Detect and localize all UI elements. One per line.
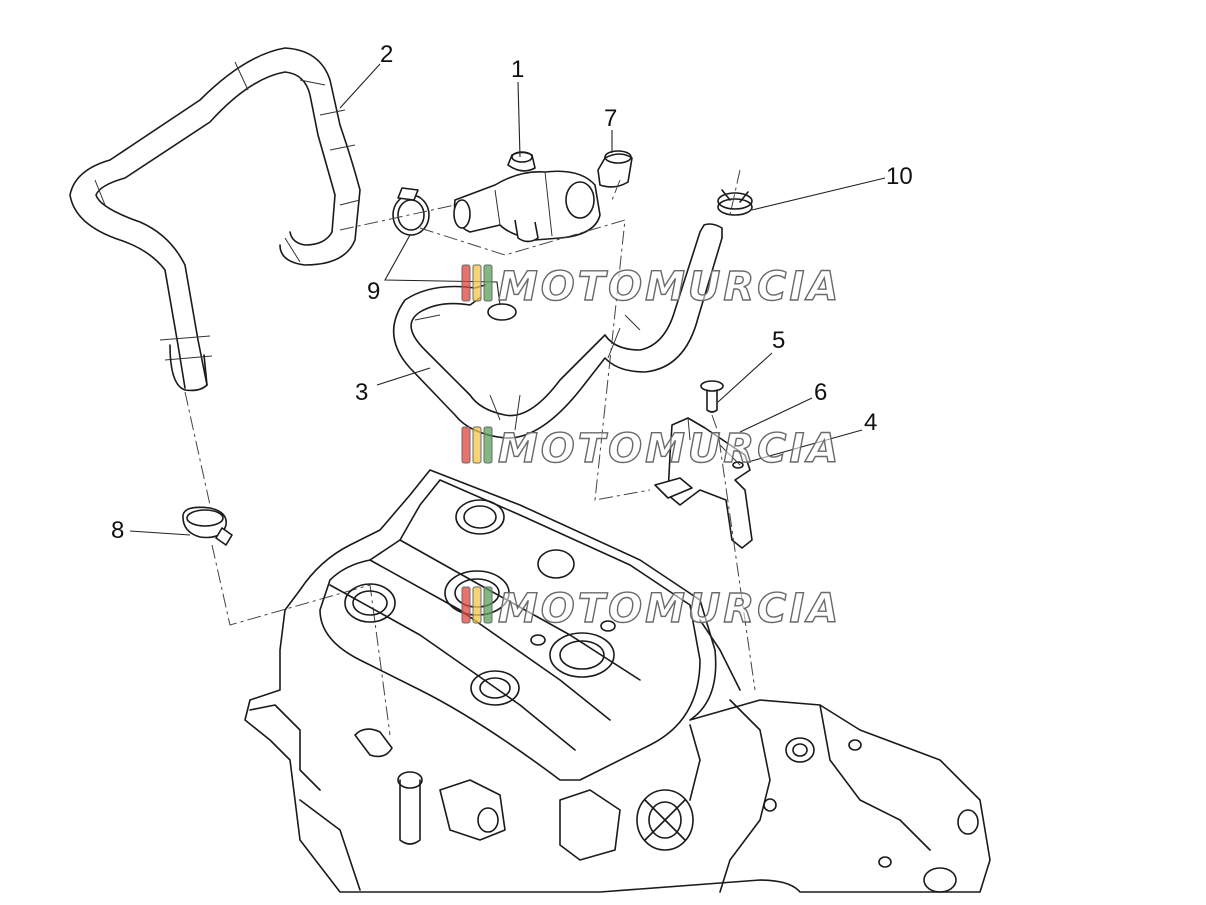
callout-10: 10 [886, 163, 913, 190]
callout-7: 7 [604, 105, 617, 132]
watermark-text: MOTOMURCIA [498, 426, 841, 472]
watermark-text: MOTOMURCIA [498, 264, 841, 310]
watermark-stripe [483, 264, 493, 302]
cap-7 [597, 150, 633, 188]
leader-2 [339, 63, 381, 109]
callout-5: 5 [772, 327, 785, 354]
watermark-stripe [461, 586, 471, 624]
callout-4: 4 [864, 409, 877, 436]
leader-1 [517, 81, 521, 158]
watermark-stripe [483, 586, 493, 624]
leader-8 [129, 530, 191, 536]
leader-lines [129, 63, 886, 536]
callout-labels: 1 2 3 4 5 6 7 8 9 10 [111, 41, 913, 544]
hose-clamp-8 [182, 506, 233, 546]
leader-5 [717, 352, 773, 403]
callout-2: 2 [380, 41, 393, 68]
assembly-lines [184, 169, 756, 736]
leader-4 [747, 429, 863, 463]
callout-1: 1 [511, 56, 524, 83]
leader-10 [751, 177, 886, 211]
breather-hose-3 [392, 223, 723, 439]
leader-3 [376, 367, 431, 386]
watermark-logo-bottom: MOTOMURCIA [461, 585, 841, 633]
watermark-stripe [483, 426, 493, 464]
callout-8: 8 [111, 517, 124, 544]
watermark-logo-middle: MOTOMURCIA [461, 425, 841, 473]
leader-9 [384, 234, 501, 306]
watermark-text: MOTOMURCIA [498, 586, 841, 632]
leader-6 [739, 397, 813, 433]
breather-hose-2 [69, 47, 361, 392]
watermark-stripe [461, 264, 471, 302]
hose-clamp-9 [392, 187, 430, 236]
watermark-logo-top: MOTOMURCIA [461, 263, 841, 311]
callout-6: 6 [814, 379, 827, 406]
engine-cylinder-head [244, 469, 991, 893]
bracket-4 [654, 417, 753, 549]
valve-assembly-1 [453, 151, 601, 243]
watermark-stripe [472, 264, 482, 302]
watermark-stripe [461, 426, 471, 464]
callout-3: 3 [355, 379, 368, 406]
spring-clip-10 [717, 189, 753, 216]
callout-9: 9 [367, 278, 380, 305]
screw-5 [700, 380, 724, 413]
watermark-stripe [472, 586, 482, 624]
watermark-stripe [472, 426, 482, 464]
